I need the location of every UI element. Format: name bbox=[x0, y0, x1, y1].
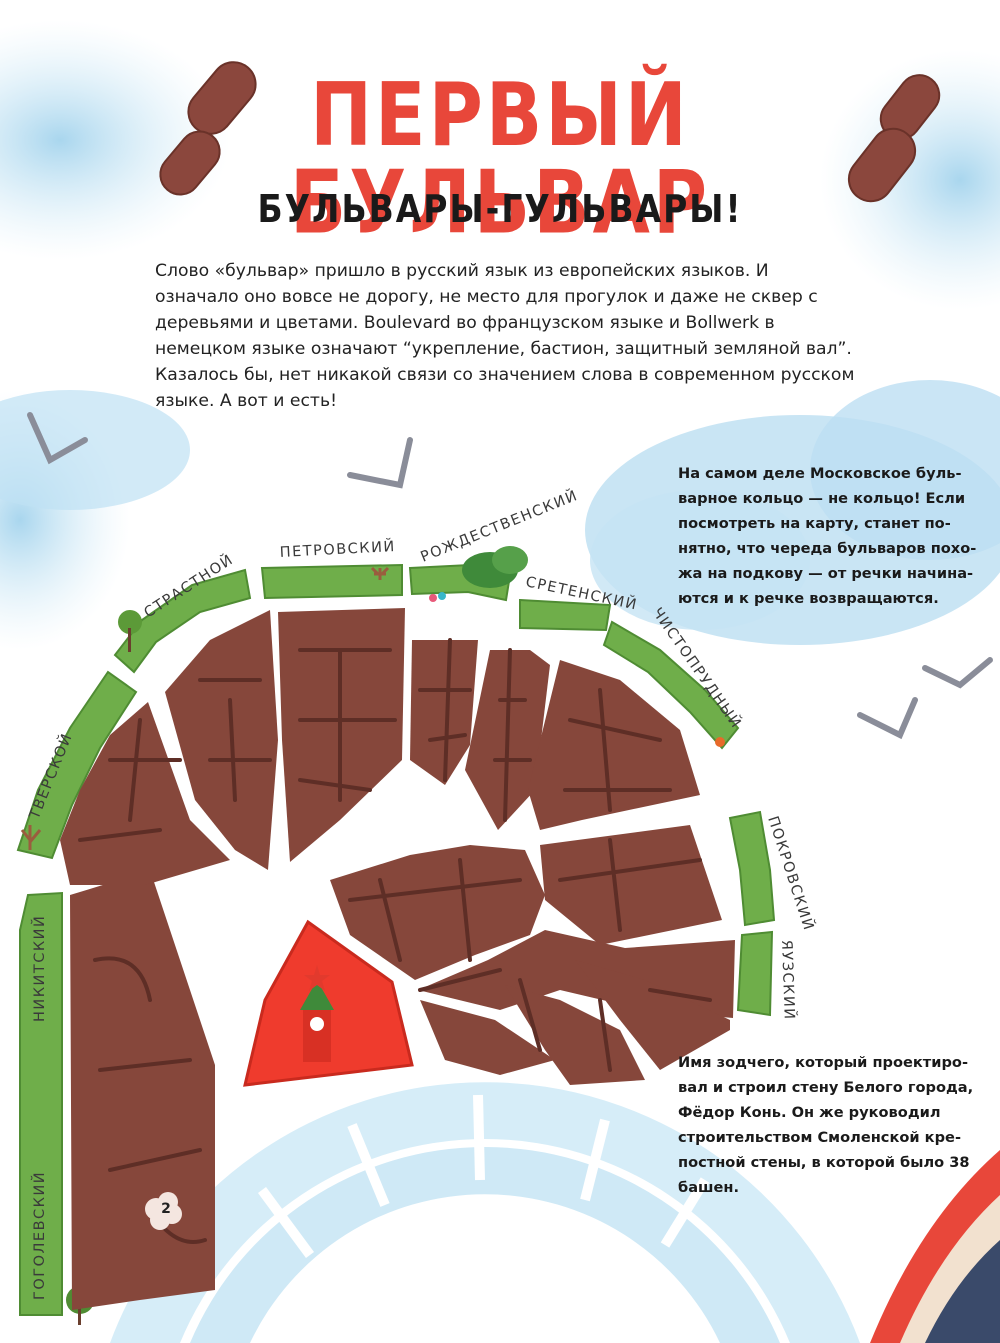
label-gogolevsky: ГОГОЛЕВСКИЙ bbox=[30, 1171, 48, 1300]
birds-icon bbox=[27, 412, 993, 740]
footprints-right-icon bbox=[847, 74, 941, 203]
footprints-left-icon bbox=[159, 61, 257, 196]
note-horseshoe: На самом деле Московское буль­варное кол… bbox=[678, 465, 977, 607]
wall-decoration bbox=[870, 1150, 1000, 1343]
block-paths bbox=[78, 638, 712, 1244]
kremlin-icon bbox=[243, 919, 414, 1087]
boulevard-ring bbox=[16, 563, 776, 1316]
label-petrovsky: ПЕТРОВСКИЙ bbox=[279, 537, 396, 561]
page-number: 2 bbox=[161, 1201, 171, 1217]
label-nikitsky: НИКИТСКИЙ bbox=[30, 915, 48, 1022]
note-architect: Имя зодчего, который проектиро­вал и стр… bbox=[678, 1054, 974, 1196]
page-number-badge bbox=[145, 1192, 182, 1230]
section-subtitle: БУЛЬВАРЫ-ГУЛЬВАРЫ! bbox=[257, 186, 743, 232]
page-title: ПЕРВЫЙ БУЛЬВАР bbox=[289, 64, 711, 254]
intro-paragraph: Слово «бульвар» пришло в русский язык из… bbox=[155, 261, 855, 411]
river bbox=[110, 1082, 860, 1343]
label-yauzsky: ЯУЗСКИЙ bbox=[778, 940, 799, 1021]
sky-clouds bbox=[0, 20, 1000, 650]
